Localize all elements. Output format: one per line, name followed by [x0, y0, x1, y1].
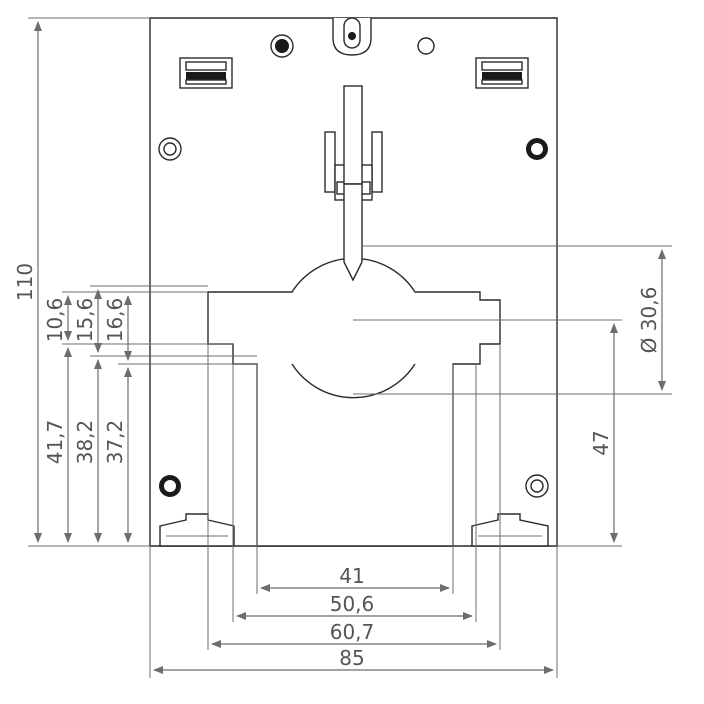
round-hole-lower: [291, 363, 416, 399]
hanger-pin: [348, 32, 356, 40]
center-height-label: 47: [589, 430, 613, 455]
slot-height-a-label: 10,6: [43, 298, 67, 343]
terminal-clamp-left: [179, 57, 233, 89]
top-hole-left-inner: [275, 39, 289, 53]
dimension-overall-height: 110: [13, 17, 150, 547]
height-to-slot-b-label: 38,2: [73, 420, 97, 465]
dimension-slot-heights: 10,6 15,6 16,6: [43, 285, 257, 365]
overall-width-label: 85: [339, 646, 364, 670]
dimension-heights-to-slot: 41,7 38,2 37,2: [43, 347, 132, 543]
window-inner-width-label: 41: [339, 564, 364, 588]
upper-hole-right-inner: [531, 143, 543, 155]
lower-hole-left-inner: [164, 480, 176, 492]
lower-hole-right-inner: [530, 479, 544, 493]
fixing-screw: [324, 85, 383, 282]
height-to-slot-a-label: 41,7: [43, 420, 67, 465]
window-width-label: 50,6: [330, 592, 375, 616]
mounting-holes: [158, 34, 549, 498]
overall-height-label: 110: [13, 263, 37, 301]
hole-diameter-label: Ø 30,6: [637, 287, 661, 354]
dimension-widths: 41 50,6 60,7 85: [149, 344, 558, 678]
slot-height-b-label: 15,6: [73, 298, 97, 343]
foot-right: [471, 513, 549, 547]
dimension-center-height: 47: [353, 319, 622, 547]
slot-width-label: 60,7: [330, 620, 375, 644]
terminal-clamp-right: [475, 57, 529, 89]
top-hanger: [332, 17, 372, 56]
slot-height-c-label: 16,6: [103, 298, 127, 343]
height-to-slot-c-label: 37,2: [103, 420, 127, 465]
top-hole-right: [417, 37, 435, 55]
upper-hole-left-inner: [163, 142, 177, 156]
dimension-hole-diameter: Ø 30,6: [353, 245, 672, 395]
